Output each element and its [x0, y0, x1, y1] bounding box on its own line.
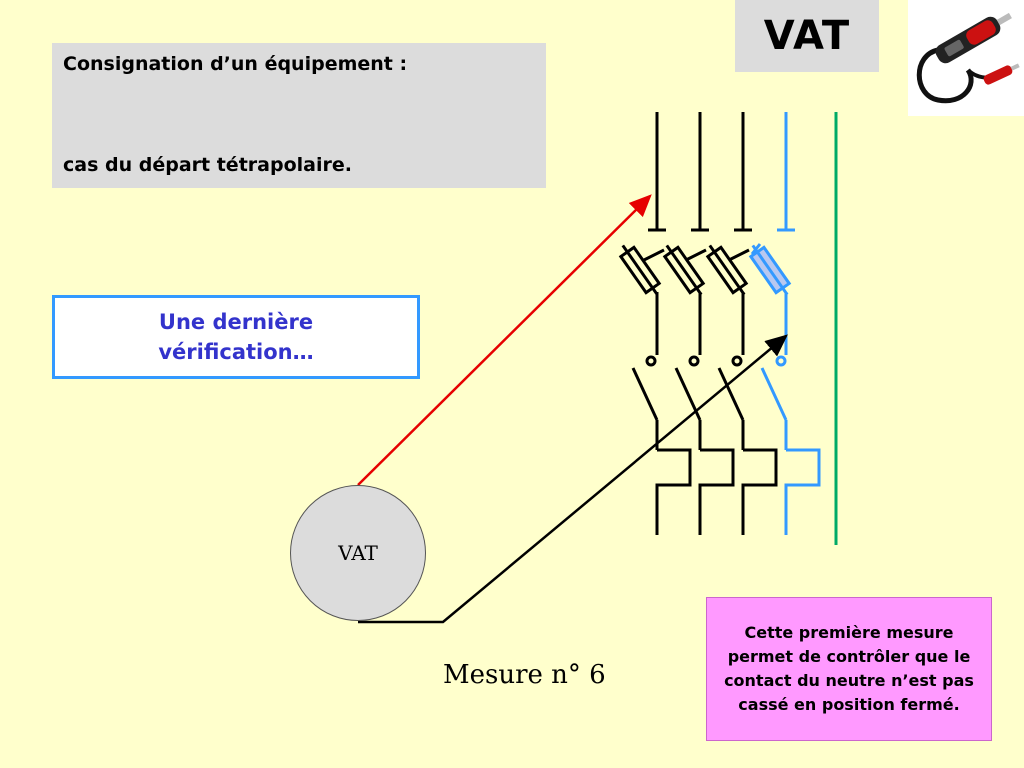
voltage-tester-icon — [916, 12, 1020, 104]
final-check-callout: Une dernière vérification… — [52, 295, 420, 379]
vat-header-badge: VAT — [735, 0, 879, 72]
neutral-check-callout: Cette première mesure permet de contrôle… — [706, 597, 992, 741]
neutral-check-text: Cette première mesure permet de contrôle… — [724, 623, 974, 714]
title-line-1: Consignation d’un équipement : — [63, 53, 408, 75]
vat-device: VAT — [290, 485, 426, 621]
phase-3-line — [705, 112, 778, 535]
phase-2-line — [662, 112, 735, 535]
final-check-line-1: Une dernière — [158, 310, 314, 334]
black-probe-wire — [358, 334, 788, 624]
red-probe-wire — [357, 194, 652, 486]
phase-1-line — [618, 112, 692, 535]
voltage-tester-photo — [908, 0, 1024, 116]
vat-device-label: VAT — [338, 541, 378, 565]
measure-label: Mesure n° 6 — [443, 660, 606, 690]
neutral-line — [748, 112, 821, 535]
title-box: Consignation d’un équipement : cas du dé… — [52, 43, 546, 188]
title-line-2: cas du départ tétrapolaire. — [63, 154, 352, 176]
final-check-line-2: vérification… — [158, 340, 314, 364]
